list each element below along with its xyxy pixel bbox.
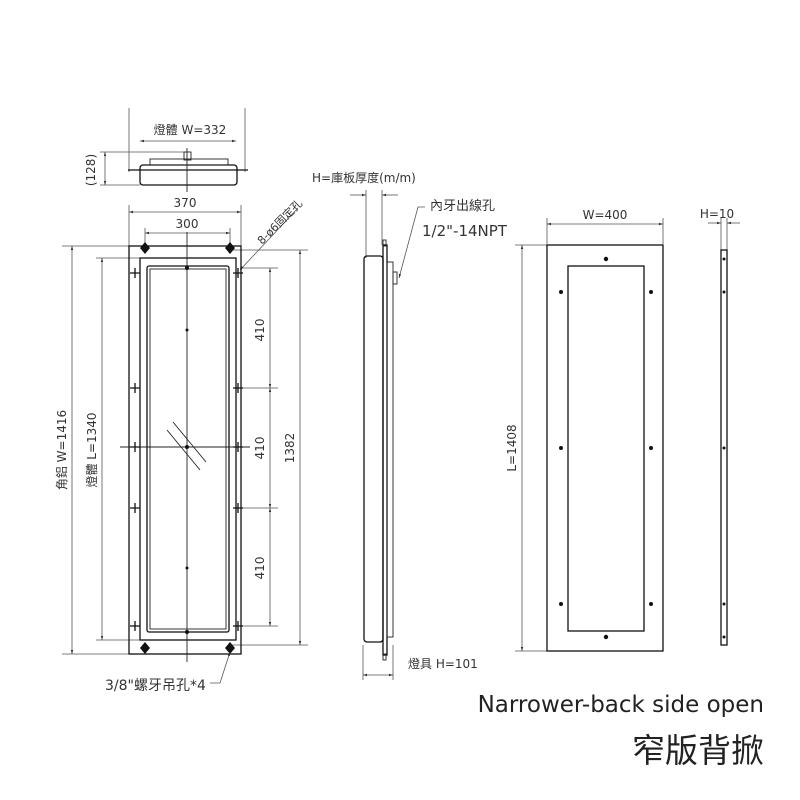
caption-chinese: 窄版背掀	[632, 731, 764, 770]
fixing-holes-label: 8-ø6固定孔	[254, 196, 305, 247]
front-view: 370 300 8-ø6固定孔 角鋁 W=1416 燈體 L=1340 410 …	[55, 196, 308, 694]
plate-width-label: W=400	[583, 208, 628, 222]
hanging-holes-label: 3/8"螺牙吊孔*4	[105, 678, 206, 694]
hole-spacing-label: 300	[176, 217, 199, 231]
conduit-label: 內牙出線孔	[430, 198, 495, 214]
segment-label-2: 410	[253, 437, 267, 460]
plate-thickness-label: H=10	[700, 207, 734, 221]
angle-aluminum-label: 角鋁 W=1416	[55, 410, 69, 490]
side-view: H=庫板厚度(m/m) 內牙出線孔 1/2"-14NPT 燈具 H=101	[312, 170, 508, 680]
back-plate-view: W=400 L=1408 H=10	[505, 207, 740, 652]
outer-width-label: 370	[174, 196, 197, 210]
top-width-label: 燈體 W=332	[154, 122, 227, 137]
top-view: 燈體 W=332 (128)	[84, 108, 248, 192]
plate-length-label: L=1408	[505, 424, 519, 471]
overall-span-label: 1382	[283, 433, 297, 464]
top-height-label: (128)	[84, 154, 98, 186]
body-length-label: 燈體 L=1340	[84, 412, 99, 487]
segment-label-1: 410	[253, 319, 267, 342]
fixture-height-label: 燈具 H=101	[408, 656, 478, 671]
panel-thickness-label: H=庫板厚度(m/m)	[312, 170, 416, 185]
segment-label-3: 410	[253, 557, 267, 580]
conduit-spec-label: 1/2"-14NPT	[422, 222, 508, 240]
caption-english: Narrower-back side open	[478, 692, 764, 718]
